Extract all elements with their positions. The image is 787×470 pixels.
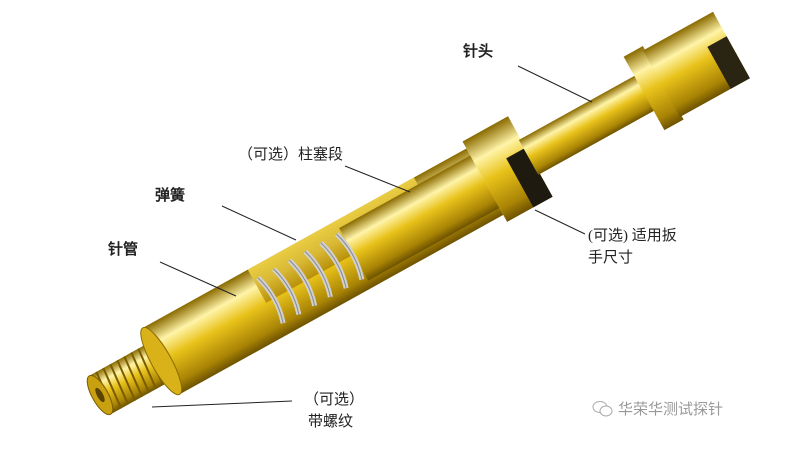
label-wrench-1: (可选) 适用扳 bbox=[588, 228, 677, 244]
label-thread-2: 带螺纹 bbox=[308, 414, 354, 430]
tip-head bbox=[643, 11, 750, 117]
label-wrench-2: 手尺寸 bbox=[588, 250, 634, 266]
label-spring: 弹簧 bbox=[155, 187, 186, 204]
label-barrel: 针管 bbox=[108, 241, 139, 258]
tip-shaft bbox=[518, 74, 657, 175]
watermark: 华荣华测试探针 bbox=[592, 398, 723, 419]
label-thread-1: （可选） bbox=[304, 392, 365, 408]
tip-collar bbox=[623, 46, 684, 131]
watermark-text: 华荣华测试探针 bbox=[618, 401, 724, 418]
wechat-icon bbox=[592, 400, 613, 416]
leader-lines bbox=[151, 65, 593, 408]
label-plunger: （可选）柱塞段 bbox=[238, 147, 344, 163]
plunger bbox=[339, 155, 500, 281]
label-tip: 针头 bbox=[463, 43, 494, 60]
